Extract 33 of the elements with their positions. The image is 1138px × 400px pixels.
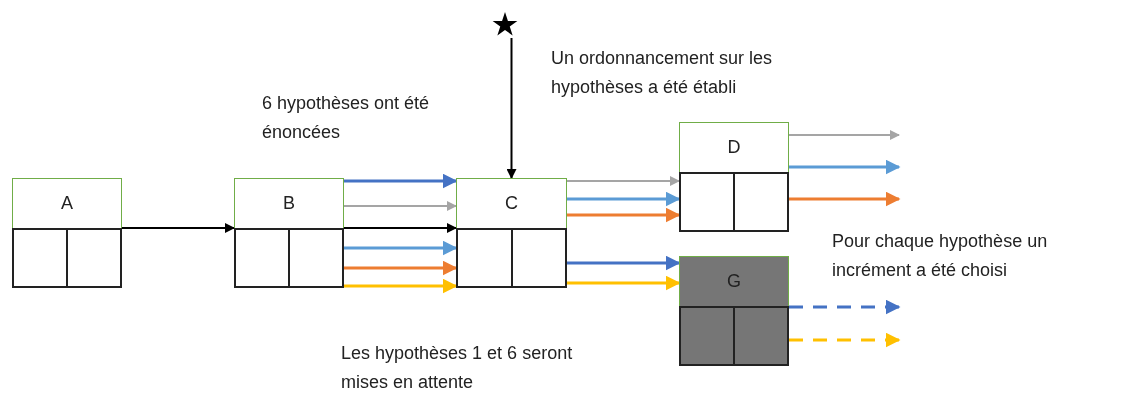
note-text: 6 hypothèses ont été énoncées	[262, 92, 431, 144]
record-box	[12, 178, 122, 288]
arrow	[567, 255, 681, 271]
arrow	[506, 37, 517, 179]
arrow	[789, 332, 901, 348]
arrow	[789, 159, 901, 175]
arrow	[789, 299, 901, 315]
arrow	[567, 275, 681, 291]
box-label: C	[505, 193, 518, 214]
note-text: Les hypothèses 1 et 6 seront mises en attente	[341, 342, 574, 394]
star-icon	[492, 12, 518, 38]
box-label: A	[61, 193, 73, 214]
arrow	[789, 191, 901, 207]
note-text: Pour chaque hypothèse un incrément a été choisi	[832, 230, 1049, 282]
arrow	[567, 191, 681, 207]
record-box	[679, 256, 789, 366]
record-box	[456, 178, 567, 288]
arrow	[788, 130, 900, 140]
record-box	[234, 178, 344, 288]
record-box	[679, 122, 789, 232]
box-label: B	[283, 193, 295, 214]
arrow	[343, 201, 457, 211]
note-text: Un ordonnancement sur les hypothèses a été établi	[551, 47, 774, 99]
arrow	[121, 223, 235, 233]
arrow	[344, 278, 458, 294]
arrow	[566, 176, 680, 186]
arrow	[344, 260, 458, 276]
arrow	[344, 240, 458, 256]
arrow	[567, 207, 681, 223]
arrow	[344, 173, 458, 189]
box-label: G	[727, 271, 741, 292]
arrow	[343, 223, 457, 233]
box-label: D	[727, 137, 741, 158]
